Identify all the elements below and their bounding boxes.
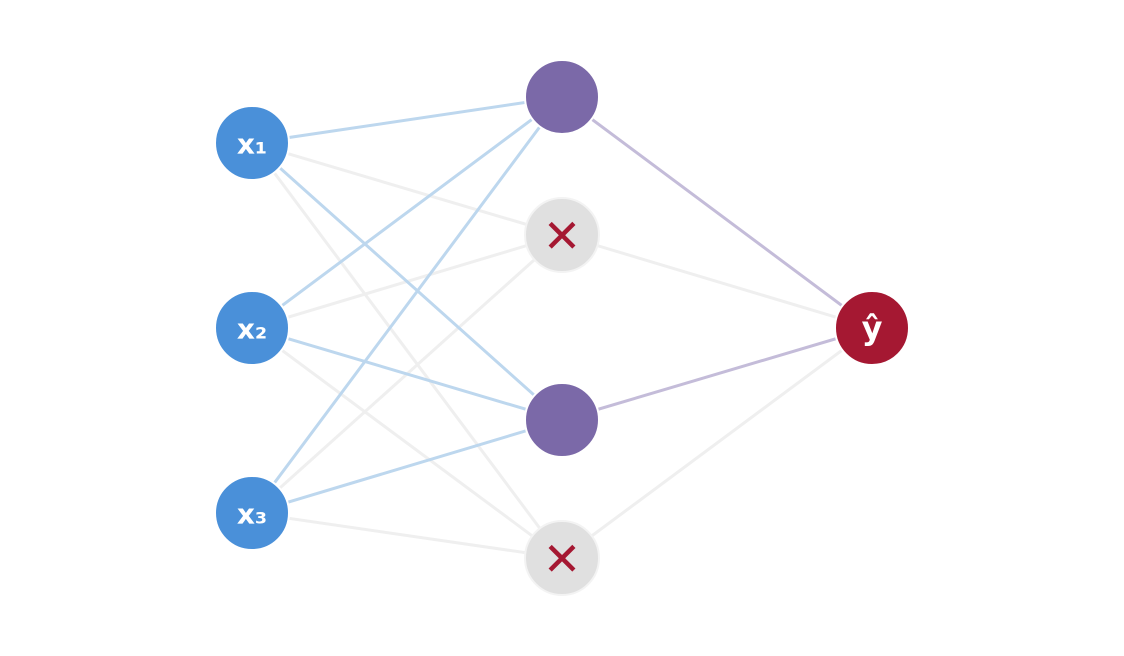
edge-h2-y bbox=[560, 233, 874, 330]
hidden-node-dropped-h4 bbox=[524, 520, 600, 596]
edge-x3-h4 bbox=[250, 511, 564, 560]
edge-x2-h1 bbox=[250, 95, 564, 330]
input-node-label-x3: x₃ bbox=[237, 498, 267, 531]
input-node-x1 bbox=[214, 105, 290, 181]
edge-x1-h4 bbox=[250, 141, 564, 560]
hidden-node-active-h1 bbox=[524, 59, 600, 135]
hidden-node-dropped-h2 bbox=[524, 197, 600, 273]
input-node-label-x1: x₁ bbox=[237, 128, 267, 161]
edge-x3-h3 bbox=[250, 418, 564, 515]
edge-x1-h3 bbox=[250, 141, 564, 422]
output-node-label: ŷ bbox=[862, 309, 883, 347]
edge-x1-h1 bbox=[250, 95, 564, 145]
nodes-layer: x₁ x₂ x₃ ✕ ✕ ŷ bbox=[214, 59, 910, 596]
edge-x2-h4 bbox=[250, 326, 564, 560]
output-node-y bbox=[834, 290, 910, 366]
input-node-label-x2: x₂ bbox=[237, 313, 267, 346]
edges-layer bbox=[250, 95, 874, 560]
dropout-x-icon: ✕ bbox=[543, 209, 582, 263]
edge-x1-h2 bbox=[250, 141, 564, 237]
input-node-x3 bbox=[214, 475, 290, 551]
hidden-node-active-h3 bbox=[524, 382, 600, 458]
edge-h4-y bbox=[560, 326, 874, 560]
input-node-x2 bbox=[214, 290, 290, 366]
dropout-x-icon: ✕ bbox=[543, 532, 582, 586]
edge-h3-y bbox=[560, 326, 874, 422]
edge-h1-y bbox=[560, 95, 874, 330]
edge-x3-h1 bbox=[250, 95, 564, 515]
edge-x2-h3 bbox=[250, 326, 564, 422]
